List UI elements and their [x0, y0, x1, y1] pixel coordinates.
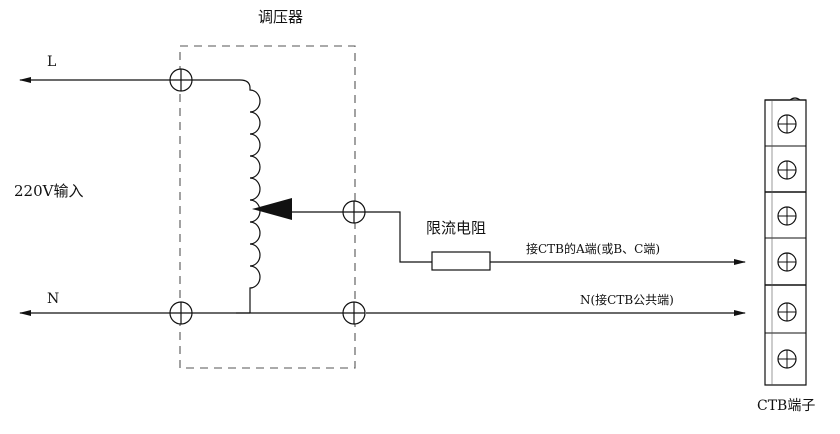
input-voltage-label: 220V输入	[14, 182, 83, 200]
terminal-wiper-out	[342, 200, 366, 224]
ctb-screw-6	[777, 349, 797, 369]
ctb-terminal-block	[764, 97, 807, 386]
ctb-screw-1	[777, 114, 797, 134]
terminal-L-in	[169, 68, 193, 92]
ctb-screw-2	[777, 160, 797, 180]
output-N-label: N(接CTB公共端)	[580, 292, 674, 307]
current-limiting-resistor	[431, 251, 491, 271]
resistor-label: 限流电阻	[426, 219, 486, 237]
ctb-screw-5	[777, 302, 797, 322]
line-N-label: N	[47, 291, 59, 307]
output-A-label: 接CTB的A端(或B、C端)	[526, 241, 660, 256]
wiper-arrow	[252, 198, 292, 220]
ctb-screw-3	[777, 206, 797, 226]
regulator-title: 调压器	[258, 8, 303, 26]
ctb-screw-4	[777, 252, 797, 272]
terminal-N-out	[342, 301, 366, 325]
terminal-N-in	[169, 301, 193, 325]
ctb-label: CTB端子	[757, 398, 815, 414]
resistor-input-wire	[365, 211, 432, 263]
transformer-coil	[239, 79, 261, 313]
line-L-label: L	[47, 54, 56, 70]
